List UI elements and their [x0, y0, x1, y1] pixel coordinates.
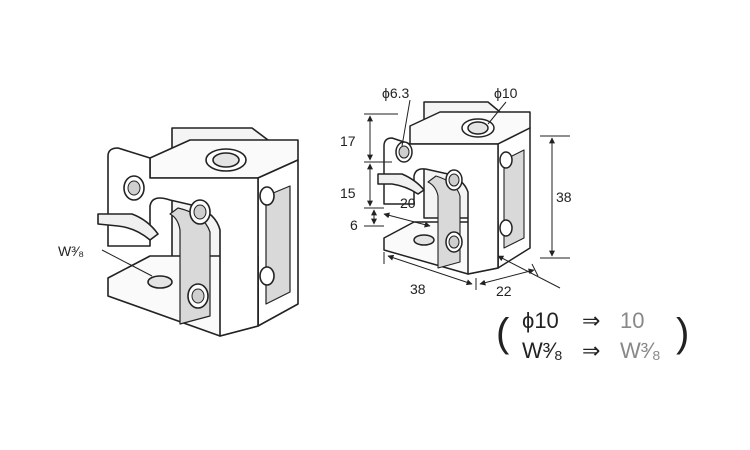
dim-22-label: 22 — [496, 283, 512, 299]
hole-large-label: ϕ10 — [494, 85, 518, 101]
dim-38-height-label: 38 — [556, 189, 572, 205]
note-line2-from: W³⁄₈ — [522, 338, 563, 363]
note-line1-from: ϕ10 — [522, 308, 559, 333]
note-open-paren: ( — [496, 311, 510, 355]
dim-6-label: 6 — [350, 217, 358, 233]
dim-17-label: 17 — [340, 133, 356, 149]
dim-15-label: 15 — [340, 185, 356, 201]
hole-small-label: ϕ6.3 — [382, 85, 410, 101]
dimension-lines — [364, 99, 570, 290]
dim-20-label: 20 — [400, 195, 416, 211]
dim-38-width-label: 38 — [410, 281, 426, 297]
right-bracket-illustration — [377, 101, 531, 275]
note-line1-to: 10 — [620, 308, 644, 333]
note-close-paren: ) — [676, 311, 689, 355]
left-bracket-illustration — [97, 127, 299, 337]
note-line1-arrow: ⇒ — [582, 308, 600, 333]
thread-size-label: W³⁄₈ — [58, 243, 84, 259]
conversion-note: ( ) ϕ10 ⇒ 10 W³⁄₈ ⇒ W³⁄₈ — [496, 308, 689, 363]
note-line2-arrow: ⇒ — [582, 338, 600, 363]
note-line2-to: W³⁄₈ — [620, 338, 661, 363]
thread-leader-line — [101, 249, 153, 277]
